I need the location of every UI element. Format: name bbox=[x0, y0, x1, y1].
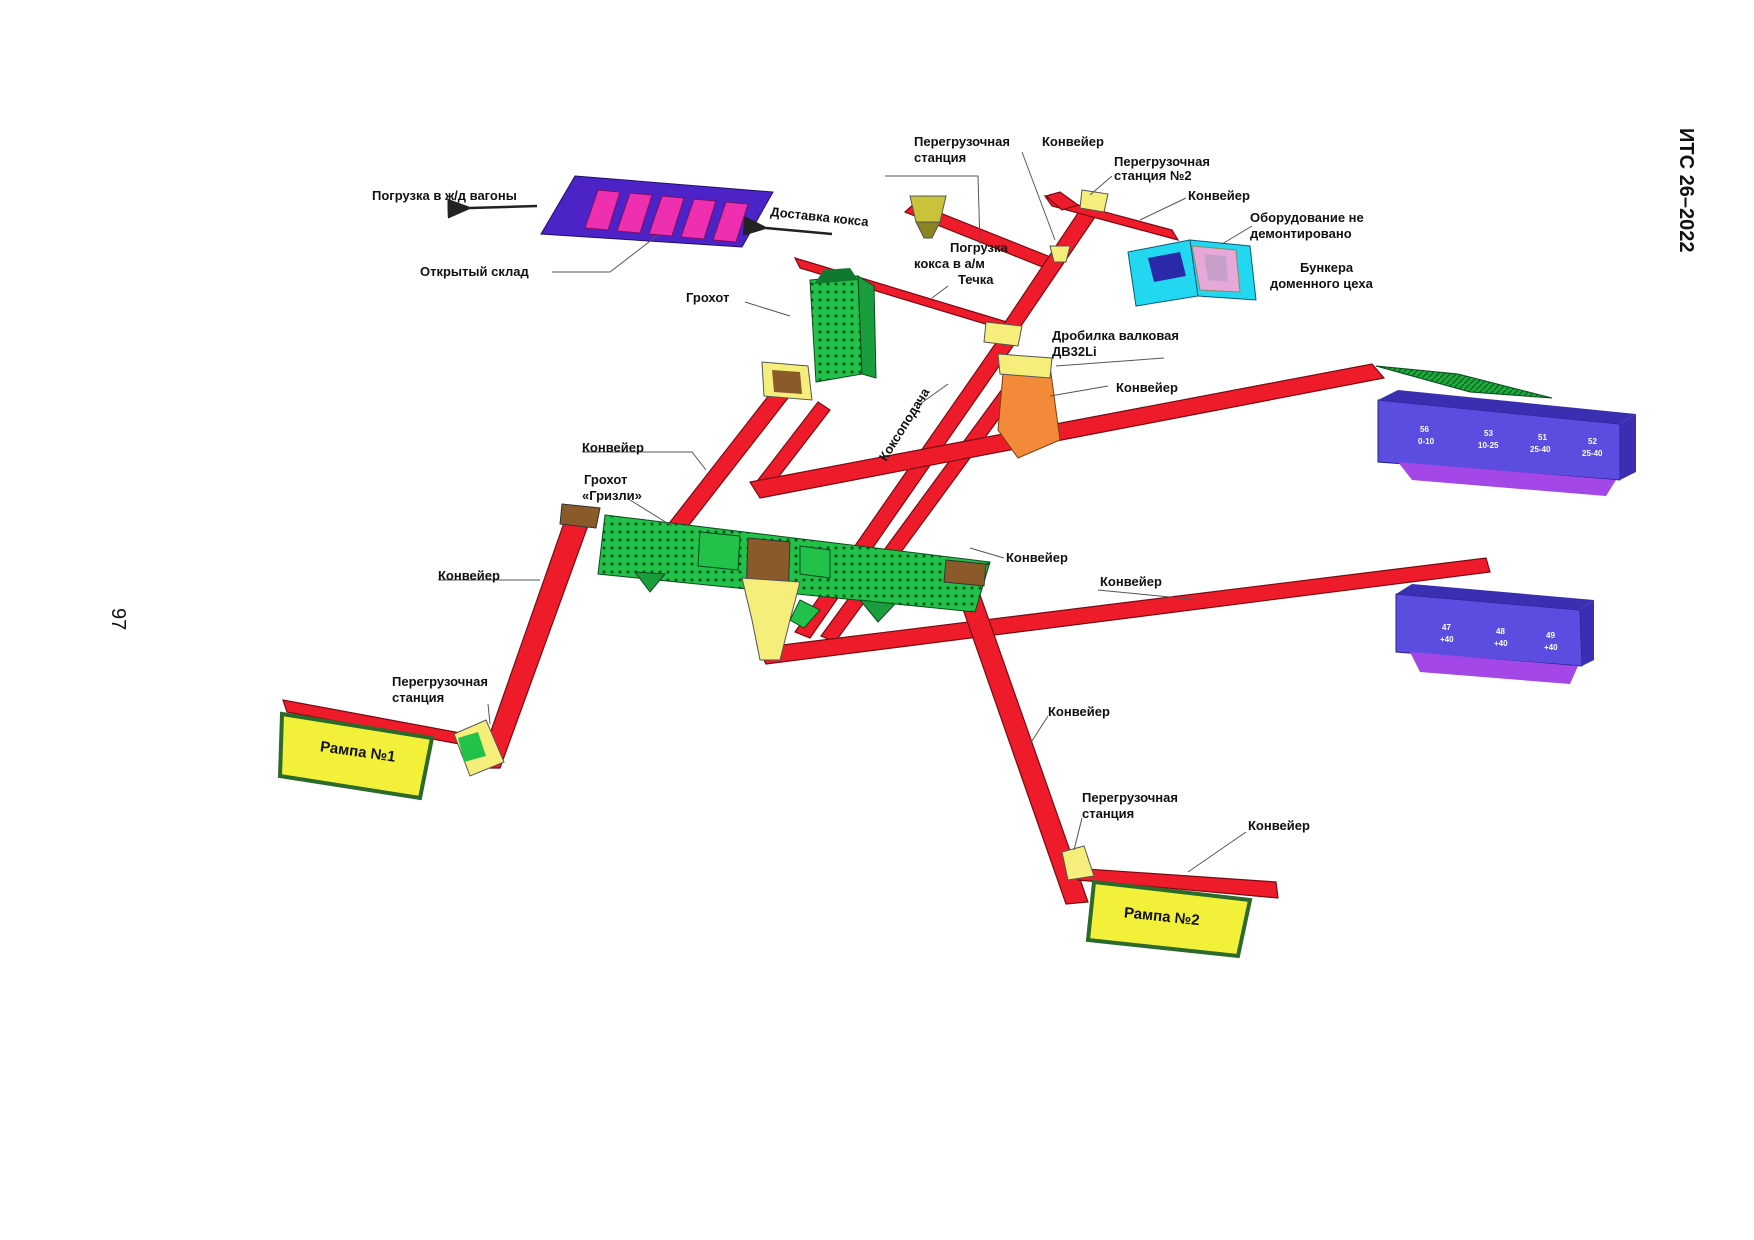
lower-bins bbox=[1395, 584, 1594, 684]
storage-piles bbox=[584, 189, 749, 243]
label-transfer-station-2-line1: Перегрузочная bbox=[1114, 154, 1210, 169]
crusher bbox=[997, 353, 1061, 459]
bin-upper-2-size: 10-25 bbox=[1478, 441, 1499, 450]
label-conveyor-top: Конвейер bbox=[1042, 134, 1104, 149]
label-transfer-station-top-1: Перегрузочная bbox=[914, 134, 1010, 149]
diagram-labels: Погрузка в ж/д вагоны Доставка кокса Отк… bbox=[372, 134, 1374, 833]
label-conveyor-left-mid: Конвейер bbox=[582, 440, 644, 455]
label-grizzly-2: «Гризли» bbox=[582, 488, 642, 503]
label-equipment-line1: Оборудование не bbox=[1250, 210, 1364, 225]
label-transfer-station-left-1: Перегрузочная bbox=[392, 674, 488, 689]
open-storage bbox=[540, 175, 774, 248]
label-open-storage: Открытый склад bbox=[420, 264, 529, 279]
document-code: ИТС 26–2022 bbox=[1675, 128, 1697, 252]
screen-transfer-box bbox=[761, 361, 813, 401]
label-conveyor-crusher: Конвейер bbox=[1116, 380, 1178, 395]
label-conveyor-low-right: Конвейер bbox=[1248, 818, 1310, 833]
label-conveyor-right-top: Конвейер bbox=[1188, 188, 1250, 203]
label-rail-loading: Погрузка в ж/д вагоны bbox=[372, 188, 517, 203]
chute bbox=[983, 321, 1023, 347]
bin-lower-3-id: 49 bbox=[1546, 631, 1555, 640]
truck-loading-hopper bbox=[909, 195, 947, 239]
bin-lower-2-size: +40 bbox=[1494, 639, 1508, 648]
bin-lower-3-size: +40 bbox=[1544, 643, 1558, 652]
label-crusher-1: Дробилка валковая bbox=[1052, 328, 1179, 343]
label-coke-delivery: Доставка кокса bbox=[770, 204, 870, 229]
conveyors bbox=[282, 191, 1491, 905]
rail-loading-arrow bbox=[447, 198, 538, 219]
conveyor-ts2-down bbox=[995, 209, 1096, 343]
label-chute: Течка bbox=[958, 272, 994, 287]
transfer-station-low bbox=[1061, 845, 1095, 881]
bin-lower-1-id: 47 bbox=[1442, 623, 1451, 632]
grizzly-bottom-hopper bbox=[741, 577, 821, 661]
leader-lines bbox=[438, 151, 1253, 873]
label-bunkers-line1: Бункера bbox=[1300, 260, 1354, 275]
label-transfer-station-top-2: станция bbox=[914, 150, 966, 165]
label-crusher-2: ДВ32Li bbox=[1052, 344, 1097, 359]
label-grizzly-1: Грохот bbox=[584, 472, 627, 487]
label-transfer-station-low-2: станция bbox=[1082, 806, 1134, 821]
label-conveyor-lower-mid: Конвейер bbox=[1048, 704, 1110, 719]
label-equipment-line2: демонтировано bbox=[1250, 226, 1352, 241]
upper-bins bbox=[1375, 365, 1636, 496]
label-transfer-station-low-1: Перегрузочная bbox=[1082, 790, 1178, 805]
conveyor-to-equipment bbox=[1043, 194, 1180, 241]
screen-machine bbox=[809, 268, 877, 383]
conveyor-ts2-left bbox=[1044, 191, 1080, 211]
upper-bin-labels: 56 0-10 53 10-25 51 25-40 52 25-40 bbox=[1418, 425, 1603, 458]
bin-upper-4-id: 52 bbox=[1588, 437, 1597, 446]
label-bunkers-line2: доменного цеха bbox=[1270, 276, 1374, 291]
bin-lower-2-id: 48 bbox=[1496, 627, 1505, 636]
bin-upper-3-id: 51 bbox=[1538, 433, 1547, 442]
bin-upper-3-size: 25-40 bbox=[1530, 445, 1551, 454]
page-number: 97 bbox=[107, 608, 129, 630]
blast-furnace-bunkers bbox=[1127, 239, 1257, 307]
conveyor-to-upper-bins bbox=[749, 363, 1386, 499]
label-truck-loading-2: кокса в а/м bbox=[914, 256, 985, 271]
conveyor-ramp1-grizzly bbox=[477, 519, 591, 769]
conveyor-screen-grizzly bbox=[666, 389, 789, 535]
bin-upper-2-id: 53 bbox=[1484, 429, 1493, 438]
label-conveyor-grizzly-right: Конвейер bbox=[1006, 550, 1068, 565]
label-transfer-station-left-2: станция bbox=[392, 690, 444, 705]
label-truck-loading-1: Погрузка bbox=[950, 240, 1008, 255]
grizzly-left-end bbox=[559, 503, 601, 529]
label-screen: Грохот bbox=[686, 290, 729, 305]
bin-upper-4-size: 25-40 bbox=[1582, 449, 1603, 458]
label-conveyor-left-low: Конвейер bbox=[438, 568, 500, 583]
transfer-station-left bbox=[453, 719, 505, 777]
label-conveyor-right-mid: Конвейер bbox=[1100, 574, 1162, 589]
transfer-station-2 bbox=[1079, 189, 1109, 213]
bin-upper-1-size: 0-10 bbox=[1418, 437, 1435, 446]
bin-lower-1-size: +40 bbox=[1440, 635, 1454, 644]
transfer-station-top bbox=[1049, 245, 1071, 263]
ramp-1: Рампа №1 bbox=[277, 711, 435, 801]
grizzly-right-end bbox=[943, 559, 987, 587]
ramp-2: Рампа №2 bbox=[1085, 879, 1253, 959]
label-transfer-station-2-line2: станция №2 bbox=[1114, 168, 1192, 183]
bin-upper-1-id: 56 bbox=[1420, 425, 1429, 434]
lower-bin-labels: 47 +40 48 +40 49 +40 bbox=[1440, 623, 1558, 652]
coke-delivery-arrow bbox=[742, 216, 833, 236]
